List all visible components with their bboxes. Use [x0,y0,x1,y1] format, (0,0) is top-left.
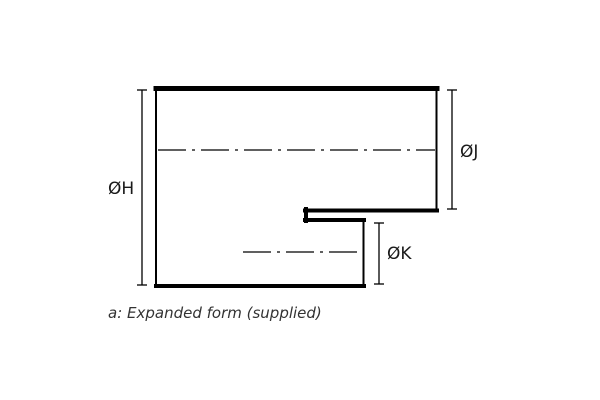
part-outline [153,86,440,288]
dimension-h [137,89,147,286]
centerlines [158,149,435,253]
dimension-k [374,222,384,285]
label-diameter-h: ØH [108,179,134,199]
dimension-j [447,89,457,210]
figure-caption: a: Expanded form (supplied) [108,304,322,322]
label-diameter-k: ØK [387,244,412,264]
label-diameter-j: ØJ [460,142,478,162]
